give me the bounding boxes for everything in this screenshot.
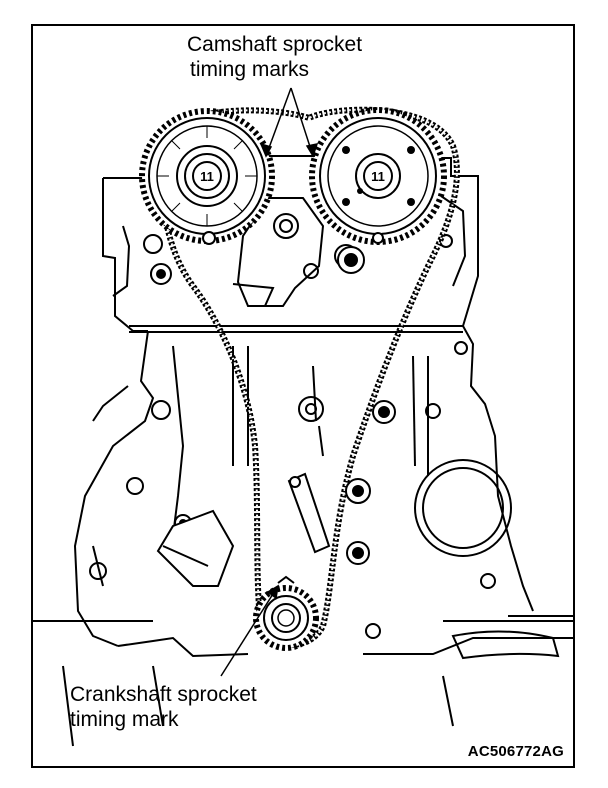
chain-tensioner-lever — [156, 509, 235, 587]
right-sprocket-bolt-mark: 11 — [371, 169, 385, 184]
crankshaft-timing-mark-label: Crankshaft sprocket timing mark — [70, 682, 257, 732]
right-camshaft-sprocket — [309, 107, 447, 245]
left-camshaft-sprocket — [139, 108, 275, 245]
crankshaft-label-line1: Crankshaft sprocket — [70, 683, 257, 706]
crankshaft-timing-mark-leader — [220, 584, 280, 677]
chain-guide — [287, 472, 331, 554]
figure-code: AC506772AG — [467, 743, 564, 760]
diagram-frame: 11 11 — [31, 24, 575, 768]
camshaft-label-line2: timing marks — [190, 58, 310, 81]
camshaft-timing-marks-label: Camshaft sprocket timing marks — [187, 32, 362, 82]
crankshaft-sprocket — [253, 575, 319, 651]
camshaft-timing-mark-leaders — [259, 87, 319, 158]
engine-timing-chain-illustration: 11 11 — [33, 87, 573, 747]
engine-block-outline — [33, 155, 573, 747]
camshaft-label-line1: Camshaft sprocket — [187, 33, 363, 56]
crankshaft-label-line2: timing mark — [70, 708, 179, 731]
left-sprocket-bolt-mark: 11 — [200, 169, 214, 184]
